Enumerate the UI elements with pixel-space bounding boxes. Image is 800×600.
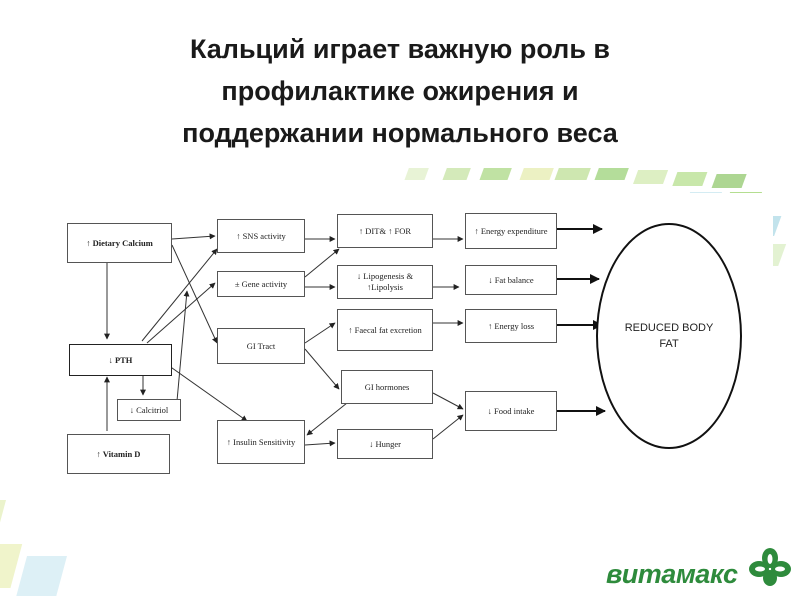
node-calcitriol: ↓ Calcitriol	[117, 399, 181, 421]
logo-text: витамакс	[606, 559, 738, 589]
edge-calcitriol-gene	[176, 290, 190, 402]
edge-hormones-insulin	[306, 402, 348, 436]
node-gi-hormones: GI hormones	[341, 370, 433, 404]
node-sns-activity: ↑ SNS activity	[217, 219, 305, 253]
edge-pth-gene	[146, 282, 216, 344]
edge-gi-hormones	[304, 348, 340, 390]
clover-leaf-icon	[749, 548, 791, 586]
edge-calcium-gi	[171, 244, 218, 344]
node-insulin-sensitivity: ↑ Insulin Sensitivity	[217, 420, 305, 464]
edge-pth-insulin	[164, 362, 248, 422]
node-hunger: ↓ Hunger	[337, 429, 433, 459]
node-pth: ↓ PTH	[69, 344, 172, 376]
outcome-ellipse: REDUCED BODY FAT	[596, 223, 742, 449]
node-energy-expenditure: ↑ Energy expenditure	[465, 213, 557, 249]
node-gi-tract: GI Tract	[217, 328, 305, 364]
node-gene-activity: ± Gene activity	[217, 271, 305, 297]
edge-gi-faecal	[304, 322, 336, 344]
title-line: поддержании нормального веса	[182, 118, 618, 148]
title-line: профилактике ожирения и	[221, 76, 579, 106]
edge-hunger-food	[432, 414, 464, 440]
edge-insulin-hunger	[304, 440, 336, 447]
edge-calcium-sns	[171, 233, 216, 240]
slide-title: Кальций играет важную роль в профилактик…	[40, 28, 760, 154]
node-vitamin-d: ↑ Vitamin D	[67, 434, 170, 474]
edge-gene-dit	[304, 248, 340, 278]
title-line: Кальций играет важную роль в	[189, 34, 611, 64]
node-energy-loss: ↑ Energy loss	[465, 309, 557, 343]
vitamax-logo: витамакс	[600, 545, 795, 595]
node-fat-balance: ↓ Fat balance	[465, 265, 557, 295]
edge-pth-sns	[141, 248, 218, 342]
diagram-connectors	[104, 224, 606, 447]
diagram-panel: ↑ Dietary Calcium ↓ PTH ↓ Calcitriol ↑ V…	[47, 193, 773, 487]
node-dietary-calcium: ↑ Dietary Calcium	[67, 223, 172, 263]
outcome-label: REDUCED BODY FAT	[624, 322, 714, 350]
node-faecal-fat: ↑ Faecal fat excretion	[337, 309, 433, 351]
edge-hormones-food	[432, 392, 464, 410]
node-lipogenesis-lipolysis: ↓ Lipogenesis & ↑Lipolysis	[337, 265, 433, 299]
node-food-intake: ↓ Food intake	[465, 391, 557, 431]
node-dit-for: ↑ DIT& ↑ FOR	[337, 214, 433, 248]
